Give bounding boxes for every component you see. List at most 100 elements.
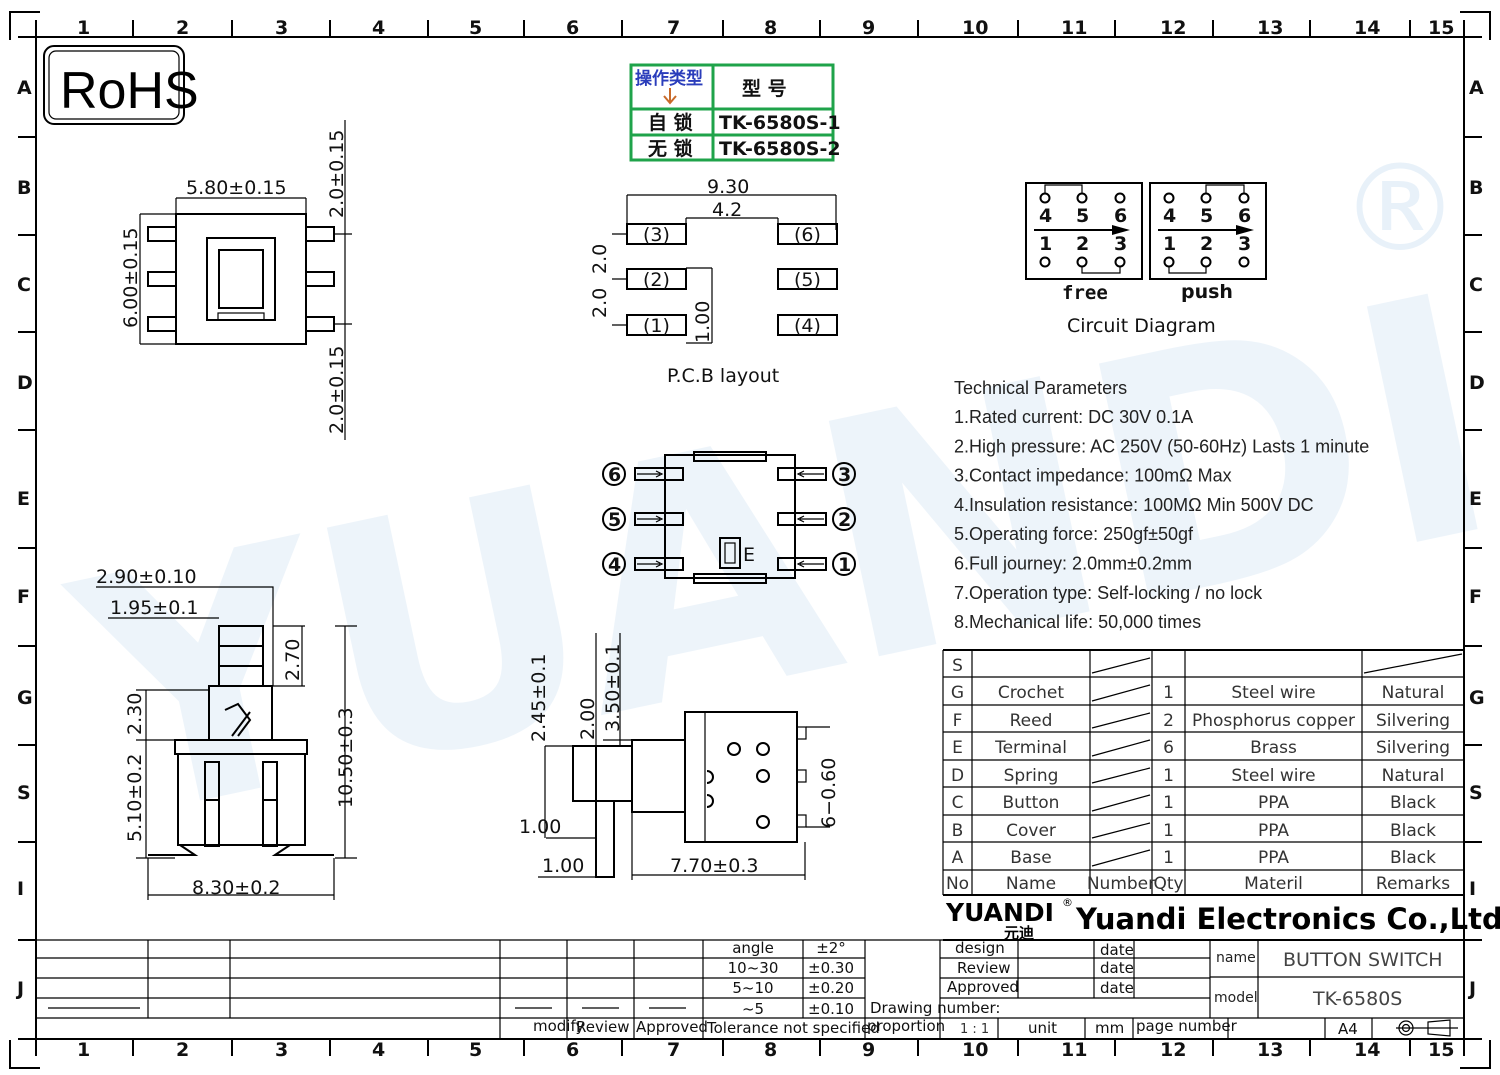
model-type-self-lock: 自 锁 xyxy=(648,111,693,134)
column-label-bottom: 14 xyxy=(1354,1039,1380,1061)
dim-side-7: 8.30±0.2 xyxy=(192,877,280,899)
bom-no: C xyxy=(952,793,964,813)
column-label-bottom: 13 xyxy=(1257,1039,1283,1061)
tech-param-item: 7.Operation type: Self-locking / no lock xyxy=(954,583,1263,603)
terminal-icon xyxy=(1238,192,1250,204)
terminal-arrow-icon xyxy=(637,560,824,568)
pin-label: 1 xyxy=(1039,233,1052,255)
column-label-bottom: 8 xyxy=(764,1039,777,1061)
terminal xyxy=(777,467,827,481)
tolerance-range: angle xyxy=(732,939,774,957)
pin-number: 1 xyxy=(838,554,851,576)
pin-label: 6 xyxy=(1114,205,1127,227)
dim-front-1: 2.45±0.1 xyxy=(528,654,550,742)
bom-slash xyxy=(1091,767,1151,784)
bom-no: E xyxy=(952,738,963,758)
column-label-bottom: 3 xyxy=(275,1039,288,1061)
pcb-pad-label: (6) xyxy=(794,224,821,246)
terminal-icon xyxy=(1163,192,1175,204)
column-label-bottom: 12 xyxy=(1160,1039,1186,1061)
pcb-caption: P.C.B layout xyxy=(667,365,779,387)
bom-qty: 6 xyxy=(1163,738,1174,758)
dim-pin-top: 2.0±0.15 xyxy=(326,130,348,218)
model-number-1: TK-6580S-1 xyxy=(719,112,841,134)
pin-number: 5 xyxy=(608,509,621,531)
bottom-mark: E xyxy=(743,544,755,566)
dim-side-2: 1.95±0.1 xyxy=(110,597,198,619)
bom-slash xyxy=(1091,712,1151,729)
tech-param-item: 3.Contact impedance: 100mΩ Max xyxy=(954,466,1232,486)
dim-pin-bottom: 2.0±0.15 xyxy=(326,346,348,434)
bom-header: Number xyxy=(1087,874,1155,894)
row-label-right: I xyxy=(1469,878,1476,900)
tech-param-item: 5.Operating force: 250gf±50gf xyxy=(954,524,1194,544)
column-label-top: 12 xyxy=(1160,17,1186,39)
pin-circle xyxy=(832,552,856,576)
terminal xyxy=(634,467,684,481)
drawing-number-label: Drawing number: xyxy=(870,999,1000,1017)
dim-pcb-inner: 4.2 xyxy=(712,199,742,221)
column-label-bottom: 4 xyxy=(372,1039,385,1061)
bom-name: Reed xyxy=(1010,711,1053,731)
dim-front-7: 6−0.60 xyxy=(818,758,840,828)
bom-remarks: Silvering xyxy=(1376,711,1450,731)
technical-parameters: Technical Parameters 1.Rated current: DC… xyxy=(954,378,1369,632)
bom-header: Materil xyxy=(1244,874,1303,894)
pcb-pad xyxy=(626,268,687,290)
circuit-state-free: free xyxy=(1062,282,1108,304)
terminal-icon xyxy=(1039,192,1051,204)
column-label-top: 7 xyxy=(667,17,680,39)
column-label-bottom: 10 xyxy=(962,1039,988,1061)
row-label-left: J xyxy=(15,978,24,1000)
column-label-top: 14 xyxy=(1354,17,1380,39)
bom-header: Name xyxy=(1006,874,1056,894)
dim-pcb-pitch-1: 2.0 xyxy=(589,244,611,274)
tolerance-value: ±0.20 xyxy=(808,979,854,997)
dim-side-3: 2.70 xyxy=(282,639,304,681)
row-label-left: I xyxy=(17,878,24,900)
bom-material: PPA xyxy=(1258,793,1289,813)
bom-qty: 1 xyxy=(1163,848,1174,868)
column-label-bottom: 5 xyxy=(469,1039,482,1061)
bom-material: Brass xyxy=(1250,738,1297,758)
dim-side-4: 2.30 xyxy=(124,693,146,735)
pin-number: 6 xyxy=(608,464,621,486)
bom-no: D xyxy=(951,766,964,786)
unit-label: unit xyxy=(1028,1019,1057,1037)
pcb-pad xyxy=(626,314,687,336)
pin-label: 2 xyxy=(1076,233,1089,255)
pcb-pad-label: (5) xyxy=(794,269,821,291)
column-label-top: 11 xyxy=(1061,17,1087,39)
column-label-top: 15 xyxy=(1428,17,1454,39)
column-label-bottom: 2 xyxy=(176,1039,189,1061)
column-label-bottom: 7 xyxy=(667,1039,680,1061)
proportion-label: proportion xyxy=(867,1017,945,1035)
tolerance-range: ~5 xyxy=(742,1000,764,1018)
bom-name: Base xyxy=(1010,848,1051,868)
revision-review-label: Review xyxy=(576,1018,630,1036)
arrow-head-icon xyxy=(1112,225,1130,235)
revision-approved-label: Approved xyxy=(636,1018,708,1036)
terminal-icon xyxy=(1076,192,1088,204)
tolerance-range: 5~10 xyxy=(732,979,773,997)
border-ruler: 1122334455667788991010111112121313141415… xyxy=(15,17,1485,1061)
pin-label: 3 xyxy=(1114,233,1127,255)
bom-name: Cover xyxy=(1006,821,1056,841)
dim-side-5: 5.10±0.2 xyxy=(124,754,146,842)
tech-param-item: 6.Full journey: 2.0mm±0.2mm xyxy=(954,554,1192,574)
rohs-badge xyxy=(43,45,185,125)
tolerance-value: ±2° xyxy=(816,939,846,957)
bom-slash xyxy=(1363,653,1463,674)
company-logo-cn: 元迪 xyxy=(1004,924,1034,942)
column-label-bottom: 9 xyxy=(862,1039,875,1061)
tolerance-label: Tolerance not specified xyxy=(706,1019,880,1037)
row-label-right: B xyxy=(1469,177,1483,199)
side-view: 2.90±0.10 1.95±0.1 2.70 2.30 5.10±0.2 10… xyxy=(96,566,357,900)
pin-label: 5 xyxy=(1200,205,1213,227)
model-table: 操作类型 型 号 自 锁 TK-6580S-1 无 锁 TK-6580S-2 xyxy=(629,63,841,162)
bom-material: PPA xyxy=(1258,821,1289,841)
dim-front-3: 3.50±0.1 xyxy=(602,644,624,732)
pin-circle xyxy=(832,462,856,486)
dim-side-1: 2.90±0.10 xyxy=(96,566,197,588)
paper-size: A4 xyxy=(1338,1020,1358,1038)
